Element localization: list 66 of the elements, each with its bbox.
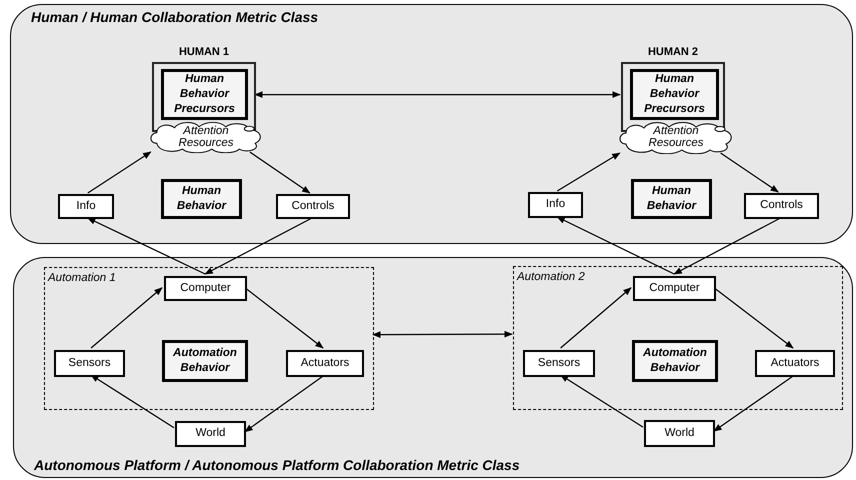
arrow (720, 152, 779, 192)
box-label: Human Behavior (176, 184, 228, 214)
behavior-box (161, 179, 242, 219)
box-label: Actuators (300, 356, 350, 371)
process-box (644, 420, 715, 447)
box-label: Human Behavior (646, 184, 698, 214)
process-box (528, 192, 583, 218)
box-label: Info (546, 197, 566, 212)
arrow (90, 287, 163, 348)
box-label: Computer (180, 280, 231, 296)
arrow (714, 287, 794, 348)
process-box (164, 276, 247, 301)
dashed-group (44, 267, 374, 410)
class-panel (10, 4, 853, 244)
behavior-box (161, 69, 248, 120)
process-box (58, 194, 114, 219)
box-label: Actuators (770, 356, 820, 371)
behavior-box (630, 69, 719, 120)
arrow (244, 374, 325, 432)
process-box (54, 350, 125, 377)
arrow (713, 374, 795, 432)
cloud-label: Attention Resources (178, 124, 234, 148)
arrow (560, 374, 644, 428)
arrow (250, 152, 310, 194)
arrow (560, 287, 632, 348)
panel-title: Autonomous Platform / Autonomous Platform Collaboration Metric Class (34, 456, 520, 475)
arrow (90, 374, 174, 428)
arrow (87, 152, 152, 194)
behavior-box (631, 179, 712, 219)
arrow (372, 330, 513, 338)
process-box (755, 350, 835, 377)
box-label: Automation Behavior (172, 346, 238, 376)
box-label: Human Behavior Precursors (643, 72, 706, 117)
box-label: Controls (292, 198, 334, 214)
box-label: Sensors (538, 356, 580, 371)
box-label: Info (76, 198, 96, 214)
box-label: Sensors (68, 356, 111, 371)
cloud-label: Attention Resources (648, 125, 704, 149)
process-box (286, 350, 364, 377)
arrow (254, 91, 621, 98)
box-label: Controls (760, 198, 803, 214)
dashed-group (513, 266, 843, 410)
group-label: Automation 1 (48, 271, 116, 286)
process-box (744, 193, 819, 219)
process-box (276, 194, 350, 219)
arrow (556, 216, 674, 275)
arrow (87, 217, 206, 275)
box-label: Computer (649, 280, 700, 296)
box-label: Human Behavior Precursors (173, 72, 236, 117)
panel-title: Human / Human Collaboration Metric Class (31, 8, 318, 27)
class-panel (13, 257, 853, 478)
arrow (673, 217, 781, 275)
box-label: World (664, 426, 694, 441)
group-label: Automation 2 (517, 270, 585, 285)
process-box (175, 421, 246, 447)
box-heading: HUMAN 1 (178, 45, 230, 60)
arrow (204, 217, 312, 275)
arrow (556, 152, 621, 192)
process-box (523, 350, 595, 377)
behavior-box (162, 340, 248, 382)
box-label: World (196, 426, 226, 442)
process-box (633, 276, 716, 301)
behavior-box (632, 340, 718, 382)
box-label: Automation Behavior (642, 346, 708, 376)
box-heading: HUMAN 2 (646, 45, 700, 60)
arrow (244, 287, 324, 349)
